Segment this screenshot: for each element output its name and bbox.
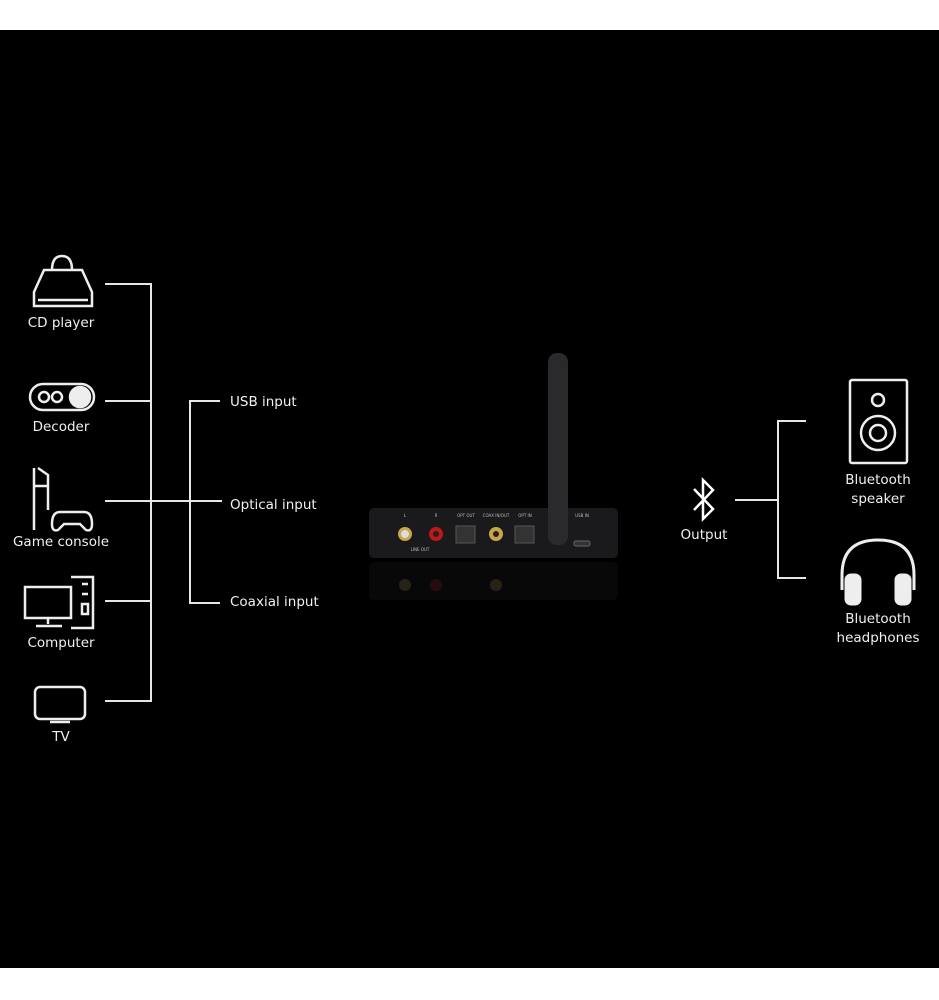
input-label-usb: USB input [230, 394, 297, 410]
source-label-game-console: Game console [12, 534, 110, 550]
computer-icon [23, 575, 95, 630]
port-label-opt-out: OPT OUT [457, 513, 475, 518]
target-label-speaker: Bluetooth speaker [845, 471, 911, 509]
input-bracket-line [189, 400, 220, 604]
input-label-coaxial: Coaxial input [230, 594, 319, 610]
target-label-headphones: Bluetooth headphones [837, 610, 920, 648]
source-label-computer: Computer [27, 635, 95, 651]
bluetooth-icon [693, 476, 715, 523]
output-label: Output [680, 527, 728, 543]
port-label-r: R [434, 513, 438, 518]
source-label-cd-player: CD player [27, 315, 95, 331]
input-label-optical: Optical input [230, 497, 317, 513]
port-label-opt-in: OPT IN [518, 513, 532, 518]
connection-lines [23, 254, 916, 724]
diagram-canvas: L R OPT OUT COAX IN/OUT OPT IN USB IN LI… [0, 30, 939, 968]
speaker-icon [848, 378, 909, 465]
cd-player-icon [32, 254, 94, 308]
bluetooth-transmitter-device [369, 353, 618, 600]
target-label-headphones-line1: Bluetooth [845, 611, 911, 627]
tv-icon [33, 685, 87, 724]
target-label-speaker-line2: speaker [851, 491, 905, 507]
game-console-icon [32, 466, 94, 532]
target-label-speaker-line1: Bluetooth [845, 472, 911, 488]
port-label-l: L [403, 513, 407, 518]
decoder-icon [28, 382, 96, 412]
target-label-headphones-line2: headphones [836, 630, 920, 646]
source-label-tv: TV [52, 729, 70, 745]
source-label-decoder: Decoder [32, 419, 90, 435]
output-bracket-line [735, 420, 806, 579]
port-label-usb-in: USB IN [575, 513, 589, 518]
headphones-icon [840, 538, 916, 606]
port-label-line-out: LINE OUT [410, 547, 430, 552]
port-label-coax: COAX IN/OUT [482, 513, 510, 518]
source-bus-line [105, 283, 222, 702]
